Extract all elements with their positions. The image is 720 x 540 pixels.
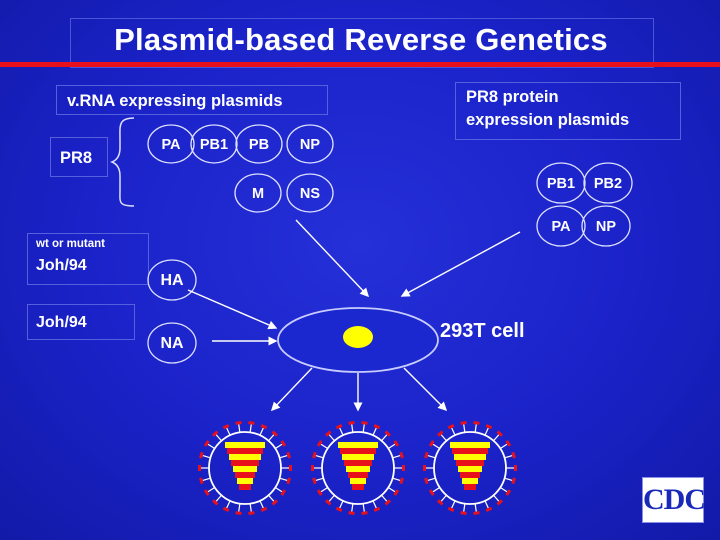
strain-na-label: Joh/94 xyxy=(27,304,135,340)
wt-or-mutant-frame: wt or mutant Joh/94 xyxy=(27,233,149,285)
page-title: Plasmid-based Reverse Genetics xyxy=(114,22,608,57)
cdc-logo-text: CDC xyxy=(643,483,706,516)
vrna-plasmids-label: v.RNA expressing plasmids xyxy=(56,85,328,115)
segment-pb1-oval xyxy=(190,124,238,164)
pr8-segment-ovals xyxy=(147,124,633,364)
protein-pb2: PB2 xyxy=(594,176,622,192)
cell-label: 293T cell xyxy=(440,320,525,342)
arrow-icon xyxy=(270,367,313,412)
arrow-icon xyxy=(295,219,370,298)
segment-np-oval xyxy=(286,124,334,164)
protein-plasmids-line1: PR8 protein xyxy=(466,88,559,106)
arrow-icon xyxy=(187,289,278,330)
protein-pa: PA xyxy=(551,219,571,235)
virion-icon xyxy=(198,421,292,515)
input-arrows xyxy=(187,219,521,346)
strain-ha-label: Joh/94 xyxy=(36,257,87,274)
arrow-icon xyxy=(400,231,521,297)
virion-icon xyxy=(423,421,517,515)
output-arrows xyxy=(270,367,448,412)
na-oval xyxy=(147,322,197,364)
protein-plasmids-line2: expression plasmids xyxy=(466,111,630,129)
segment-m-oval xyxy=(234,173,282,213)
ha-label: HA xyxy=(160,272,184,289)
protein-pa-oval xyxy=(536,205,586,247)
na-label: NA xyxy=(160,335,184,352)
bracket-icon xyxy=(109,117,135,207)
pr8-label: PR8 xyxy=(50,137,108,177)
cell-icon xyxy=(277,307,439,373)
protein-pb1-oval xyxy=(536,162,586,204)
ha-oval xyxy=(147,259,197,301)
segment-pb: PB xyxy=(249,137,269,153)
protein-plasmids-frame: PR8 protein expression plasmids xyxy=(455,82,681,140)
protein-pb1: PB1 xyxy=(547,176,575,192)
arrow-icon xyxy=(403,367,448,412)
nucleus-icon xyxy=(343,326,373,348)
virion-icon xyxy=(311,421,405,515)
title-frame xyxy=(70,18,654,68)
segment-ns: NS xyxy=(300,186,320,202)
segment-pa-oval xyxy=(147,124,195,164)
segment-pb-oval xyxy=(235,124,283,164)
virions xyxy=(198,421,517,515)
segment-ns-oval xyxy=(286,173,334,213)
protein-np-oval xyxy=(581,205,631,247)
protein-pb2-oval xyxy=(583,162,633,204)
title-underline xyxy=(0,62,720,67)
segment-m: M xyxy=(252,186,264,202)
protein-np: NP xyxy=(596,219,616,235)
segment-np: NP xyxy=(300,137,320,153)
cdc-logo: CDC xyxy=(642,477,706,523)
segment-pb1: PB1 xyxy=(200,137,228,153)
wt-or-mutant-label: wt or mutant xyxy=(36,238,105,250)
segment-pa: PA xyxy=(161,137,181,153)
